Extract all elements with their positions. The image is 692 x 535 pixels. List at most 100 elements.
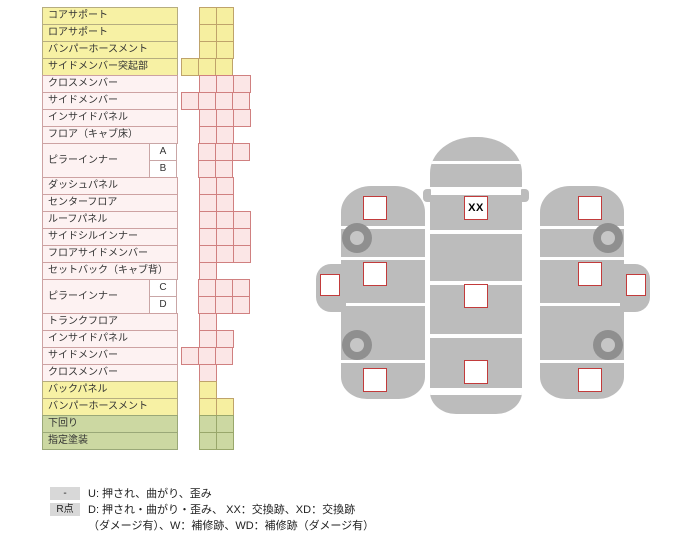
check-cell[interactable] (232, 279, 250, 297)
part-label: クロスメンバー (42, 364, 178, 382)
check-cell[interactable] (181, 92, 199, 110)
check-cell[interactable] (199, 41, 217, 59)
check-cell[interactable] (199, 177, 217, 195)
panel-divider (540, 226, 624, 229)
check-cell[interactable] (199, 313, 217, 331)
check-cell[interactable] (216, 7, 234, 25)
check-cell[interactable] (198, 347, 216, 365)
check-cell[interactable] (233, 228, 251, 246)
check-cell[interactable] (216, 109, 234, 127)
part-label: トランクフロア (42, 313, 178, 331)
check-cell[interactable] (216, 228, 234, 246)
check-cell[interactable] (199, 24, 217, 42)
table-row: フロアサイドメンバー (42, 245, 251, 263)
check-cell[interactable] (198, 58, 216, 76)
check-cell[interactable] (199, 228, 217, 246)
check-cell[interactable] (199, 364, 217, 382)
check-square[interactable] (578, 262, 602, 286)
sub-label-d: D (149, 296, 177, 314)
sub-label-b: B (149, 160, 177, 178)
check-cell[interactable] (198, 279, 216, 297)
check-square[interactable] (578, 196, 602, 220)
check-cell[interactable] (216, 41, 234, 59)
check-cell[interactable] (233, 211, 251, 229)
check-cell[interactable] (215, 92, 233, 110)
check-cell[interactable] (216, 415, 234, 433)
check-cell[interactable] (215, 160, 233, 178)
check-cell[interactable] (199, 245, 217, 263)
check-cell[interactable] (216, 432, 234, 450)
check-cell[interactable] (199, 330, 217, 348)
car-right-side-view (540, 186, 650, 399)
check-cell[interactable] (216, 398, 234, 416)
part-label: インサイドパネル (42, 330, 178, 348)
check-cell[interactable] (198, 143, 216, 161)
check-cell[interactable] (199, 7, 217, 25)
check-cell[interactable] (199, 194, 217, 212)
check-cell[interactable] (215, 347, 233, 365)
check-cell[interactable] (216, 24, 234, 42)
check-cell[interactable] (216, 194, 234, 212)
check-cell[interactable] (216, 245, 234, 263)
part-label: ルーフパネル (42, 211, 178, 229)
check-cell[interactable] (216, 211, 234, 229)
check-cell[interactable] (233, 109, 251, 127)
car-body-silhouette (540, 186, 624, 399)
check-cell[interactable] (215, 143, 233, 161)
legend-text: D: 押され・曲がり・歪み、 XX：交換跡、XD：交換跡 (88, 504, 356, 516)
check-cell[interactable] (198, 296, 216, 314)
part-label: フロア（キャブ床） (42, 126, 178, 144)
check-cell[interactable] (232, 92, 250, 110)
check-cell[interactable] (199, 75, 217, 93)
part-label: フロアサイドメンバー (42, 245, 178, 263)
check-cell[interactable] (199, 262, 217, 280)
check-cell[interactable] (215, 279, 233, 297)
check-cell[interactable] (199, 398, 217, 416)
side-mirror-icon (423, 189, 431, 202)
check-cell[interactable] (215, 58, 233, 76)
check-cell[interactable] (216, 330, 234, 348)
check-cell[interactable] (232, 296, 250, 314)
check-square[interactable] (626, 274, 646, 296)
check-square[interactable] (578, 368, 602, 392)
table-row: サイドシルインナー (42, 228, 251, 246)
part-label: クロスメンバー (42, 75, 178, 93)
legend: - U: 押され、曲がり、歪み R点 D: 押され・曲がり・歪み、 XX：交換跡… (50, 486, 374, 534)
side-mirror-icon (521, 189, 529, 202)
panel-divider (341, 303, 425, 306)
check-cell[interactable] (199, 126, 217, 144)
check-square[interactable] (363, 262, 387, 286)
check-cell[interactable] (199, 211, 217, 229)
part-label: ピラーインナー (42, 279, 150, 314)
check-cell[interactable] (199, 432, 217, 450)
wheel-hub-icon (350, 231, 364, 245)
check-cell[interactable] (215, 296, 233, 314)
check-cell[interactable] (232, 143, 250, 161)
check-cell[interactable] (198, 160, 216, 178)
check-cell[interactable] (233, 245, 251, 263)
part-label: 下回り (42, 415, 178, 433)
check-square[interactable] (363, 368, 387, 392)
check-cell[interactable] (198, 92, 216, 110)
check-square[interactable] (363, 196, 387, 220)
check-cell[interactable] (216, 177, 234, 195)
check-square[interactable] (464, 284, 488, 308)
check-square[interactable] (464, 360, 488, 384)
part-label: インサイドパネル (42, 109, 178, 127)
check-cell[interactable] (199, 109, 217, 127)
legend-row: R点 D: 押され・曲がり・歪み、 XX：交換跡、XD：交換跡 (50, 502, 374, 516)
check-cell[interactable] (233, 75, 251, 93)
table-row: サイドメンバー (42, 347, 251, 365)
table-row: サイドメンバー (42, 92, 251, 110)
check-cell[interactable] (181, 58, 199, 76)
check-cell[interactable] (199, 381, 217, 399)
check-cell[interactable] (181, 347, 199, 365)
check-square[interactable] (320, 274, 340, 296)
sub-label-a: A (149, 143, 177, 161)
check-square-xx[interactable]: XX (464, 196, 488, 220)
check-cell[interactable] (216, 126, 234, 144)
check-cell[interactable] (216, 75, 234, 93)
part-label: サイドシルインナー (42, 228, 178, 246)
check-cell[interactable] (199, 415, 217, 433)
panel-divider (540, 257, 624, 260)
